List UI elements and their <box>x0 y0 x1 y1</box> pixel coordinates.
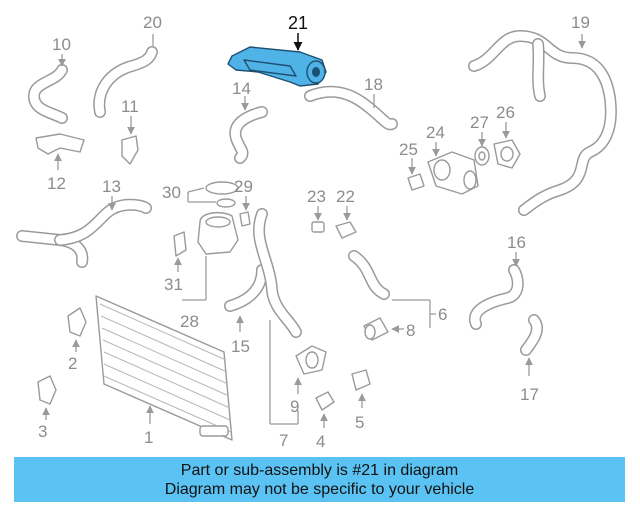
callout-31: 31 <box>164 275 183 294</box>
callout-27: 27 <box>470 113 489 132</box>
part-25-gasket <box>407 158 425 191</box>
callout-24: 24 <box>426 123 445 142</box>
part-2-bracket <box>67 307 87 352</box>
callout-15: 15 <box>231 337 250 356</box>
callout-16: 16 <box>507 233 526 252</box>
part-15-hose <box>224 264 268 332</box>
part-31-bracket <box>173 231 187 272</box>
part-13-pipe <box>16 196 152 268</box>
callout-30: 30 <box>162 183 181 202</box>
part-12-bracket <box>35 133 85 170</box>
callout-9: 9 <box>290 397 299 416</box>
part-30-cap <box>187 181 239 208</box>
part-11-sensor <box>121 116 139 165</box>
callout-6: 6 <box>438 305 447 324</box>
part-9-flange <box>294 345 327 394</box>
callout-25: 25 <box>399 140 418 159</box>
part-7-hose <box>253 208 302 425</box>
part-27-oring <box>474 132 490 166</box>
part-5-sensor <box>351 369 371 408</box>
parts-diagram: 21 20 10 11 12 14 18 <box>16 13 617 451</box>
callout-26: 26 <box>496 103 515 122</box>
callout-20: 20 <box>143 13 162 32</box>
banner-line-2: Diagram may not be specific to your vehi… <box>164 480 475 498</box>
callout-19: 19 <box>571 13 590 32</box>
part-3-bracket <box>37 375 57 420</box>
callout-21: 21 <box>288 13 308 33</box>
part-28-reservoir <box>182 211 239 301</box>
part-23-sensor <box>311 206 325 233</box>
callout-4: 4 <box>316 432 325 451</box>
callout-8: 8 <box>406 321 415 340</box>
part-18-hose <box>304 85 398 131</box>
callout-12: 12 <box>47 174 66 193</box>
part-17-hose <box>520 314 543 376</box>
part-10-hose <box>28 54 68 124</box>
callout-13: 13 <box>102 177 121 196</box>
part-14-hose <box>229 96 268 164</box>
callout-5: 5 <box>355 413 364 432</box>
callout-22: 22 <box>336 187 355 206</box>
part-22-connector <box>335 206 357 239</box>
part-8-elbow <box>363 317 404 341</box>
banner-line-1: Part or sub-assembly is #21 in diagram <box>180 461 459 479</box>
callout-2: 2 <box>68 354 77 373</box>
part-24-housing <box>427 142 479 195</box>
part-19-hose <box>468 30 617 216</box>
callout-10: 10 <box>52 35 71 54</box>
callout-29: 29 <box>234 177 253 196</box>
part-20-hose <box>93 34 158 118</box>
info-banner: Part or sub-assembly is #21 in diagram D… <box>14 457 625 502</box>
callout-18: 18 <box>364 75 383 94</box>
callout-17: 17 <box>520 385 539 404</box>
callout-23: 23 <box>307 187 326 206</box>
callout-28: 28 <box>180 312 199 331</box>
part-29-sensor <box>239 196 251 227</box>
part-21-coolant-flange[interactable] <box>227 33 327 87</box>
part-4-sensor <box>315 391 335 428</box>
callout-1: 1 <box>144 428 153 447</box>
callout-11: 11 <box>121 97 139 116</box>
part-1-radiator <box>95 295 233 441</box>
part-26-sensor <box>493 122 521 169</box>
callout-7: 7 <box>279 431 288 450</box>
callout-14: 14 <box>232 79 251 98</box>
part-6-hose <box>348 250 436 328</box>
callout-3: 3 <box>38 422 47 441</box>
part-16-hose <box>469 252 524 330</box>
